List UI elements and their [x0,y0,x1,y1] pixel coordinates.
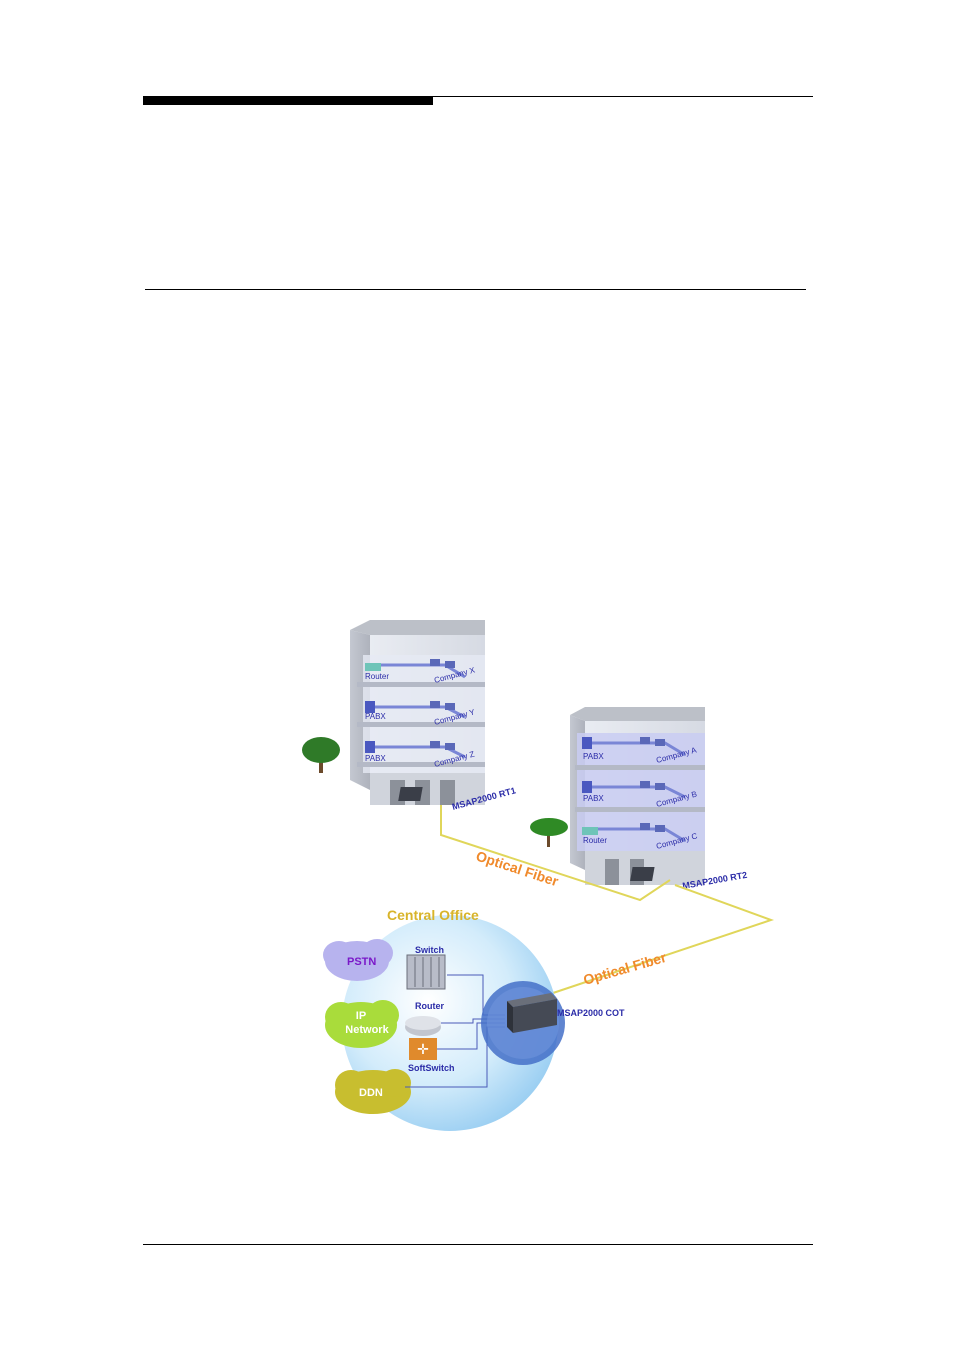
header-rule-thin [433,96,813,97]
router-icon [405,1016,441,1036]
cloud-ddn-label: DDN [359,1087,383,1099]
tree-icon [302,737,340,773]
rt2-device-pabx-1: PABX [583,752,604,761]
rt2-device-pabx-2: PABX [583,794,604,803]
optical-fiber-label-upper: Optical Fiber [474,848,561,890]
rt1-device-pabx-2: PABX [365,754,386,763]
building-rt2 [570,707,705,885]
cloud-pstn-label: PSTN [347,956,376,968]
softswitch-label: SoftSwitch [408,1063,455,1073]
msap2000-cot-icon [481,981,565,1065]
footer-rule [143,1244,813,1245]
tree-icon [530,818,568,847]
header-rule-thick [143,96,433,105]
cloud-ip-label: IP [356,1010,366,1022]
softswitch-icon: ✛ [409,1038,437,1060]
cot-label: MSAP2000 COT [557,1008,625,1018]
cloud-ip-network [325,1000,399,1048]
cloud-network-label: Network [345,1024,389,1036]
optical-fiber-line-cot [552,884,775,994]
rt1-device-pabx-1: PABX [365,712,386,721]
rt1-device-router: Router [365,672,389,681]
svg-text:✛: ✛ [417,1041,429,1057]
optical-fiber-line-rt1 [440,805,671,902]
switch-label: Switch [415,945,444,955]
cloud-pstn [323,939,393,981]
building-rt1 [350,620,485,805]
optical-fiber-label-lower: Optical Fiber [581,949,668,988]
central-office-title: Central Office [387,907,479,923]
switch-icon [406,954,446,990]
section-rule [145,289,806,290]
cloud-ddn [335,1069,411,1114]
network-diagram: Router PABX PABX Company X Company Y Com… [302,620,775,1131]
rt2-device-router: Router [583,836,607,845]
router-label: Router [415,1001,444,1011]
